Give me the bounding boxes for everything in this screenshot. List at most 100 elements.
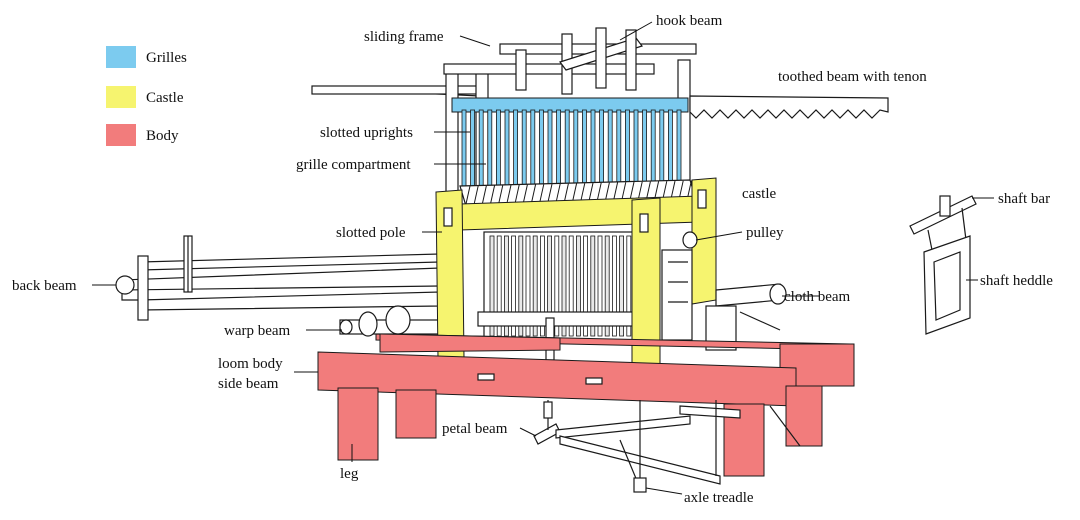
shaft-frame <box>612 235 617 337</box>
grille-rod <box>513 109 518 189</box>
grille-floor-slats <box>465 180 692 205</box>
grille-floor-slat <box>645 181 651 200</box>
shaft-frame <box>568 235 574 337</box>
grille-rod <box>547 109 553 189</box>
grille-floor-slat <box>670 180 676 200</box>
grille-rod <box>573 109 579 189</box>
loom-body <box>317 333 855 477</box>
grille-floor-slat <box>662 181 668 200</box>
leg-rear-left <box>395 389 437 439</box>
shaft-frame <box>540 235 545 337</box>
grille-floor-slat <box>481 185 487 204</box>
grille-floor-slat <box>621 182 627 201</box>
grille-floor-slat <box>547 183 553 203</box>
grille-floor-slat <box>498 185 504 204</box>
grilles <box>451 97 697 207</box>
grille-floor-slat <box>637 181 643 200</box>
label-cloth-beam: cloth beam <box>784 289 851 305</box>
grille-rod <box>470 109 476 189</box>
shaft-frame <box>496 235 502 337</box>
grille-rod <box>487 109 493 189</box>
leader-lines <box>92 21 994 495</box>
cloth-beam-end <box>769 283 787 305</box>
grille-rod <box>539 109 544 189</box>
grille-floor-slat <box>572 183 578 202</box>
grille-rod <box>556 109 561 189</box>
grille-floor-slat <box>686 180 692 199</box>
grille-rod <box>582 109 587 189</box>
grille-rod <box>530 109 536 189</box>
grille-floor-slat <box>539 184 545 203</box>
grille-rods <box>461 109 682 189</box>
shaft-frame <box>532 235 538 337</box>
legend-label-grilles: Grilles <box>146 50 187 66</box>
grille-floor-slat <box>588 182 594 202</box>
label-shaft-heddle: shaft heddle <box>980 273 1053 289</box>
grille-rod <box>676 109 682 189</box>
back-beam-end <box>115 275 135 295</box>
toothed-beam <box>689 95 889 119</box>
rear-frame <box>115 235 441 321</box>
grille-top-bar <box>451 97 689 113</box>
grille-floor-slat <box>629 181 635 201</box>
leg-front-left <box>337 387 379 461</box>
shaft-frame <box>626 235 632 337</box>
grille-rod <box>478 109 484 189</box>
label-loom-body-1: loom body <box>218 356 283 372</box>
leg-rear-right <box>785 385 823 447</box>
shaft-frame <box>518 235 524 337</box>
label-hook-beam: hook beam <box>656 13 723 29</box>
grille-floor-slat <box>522 184 528 203</box>
grille-rod <box>495 109 501 189</box>
grille-rod <box>650 109 656 189</box>
label-shaft-bar: shaft bar <box>998 191 1050 207</box>
label-toothed-beam: toothed beam with tenon <box>778 69 927 85</box>
grille-rod <box>659 109 665 189</box>
label-leg: leg <box>340 466 359 482</box>
warp-beam <box>339 305 451 337</box>
grille-rod <box>504 109 510 189</box>
grille-floor-slat <box>465 185 471 205</box>
right-frame <box>661 249 787 351</box>
legend-swatch-grilles <box>106 46 136 68</box>
grille-floor-slat <box>596 182 602 201</box>
label-slotted-pole: slotted pole <box>336 225 406 241</box>
label-castle: castle <box>742 186 776 202</box>
label-pulley: pulley <box>746 225 784 241</box>
legend-label-body: Body <box>146 128 179 144</box>
shaft-bars <box>489 235 632 337</box>
grille-floor-slat <box>473 185 479 204</box>
pulley-wheel <box>682 231 698 249</box>
shaft-frame <box>503 235 509 337</box>
treadle-assembly <box>533 400 801 493</box>
grille-rod <box>564 109 570 189</box>
grille-floor-slat <box>514 184 520 203</box>
legend-swatch-body <box>106 124 136 146</box>
shaft-frame <box>597 235 603 337</box>
label-warp-beam: warp beam <box>224 323 291 339</box>
grille-rod <box>668 109 673 189</box>
loom-body-side-beam <box>317 351 797 407</box>
shaft-frame <box>511 235 517 337</box>
grille-floor-slat <box>506 184 512 204</box>
labels: sliding frame hook beam toothed beam wit… <box>12 13 1053 506</box>
shaft-frame <box>576 235 581 337</box>
label-back-beam: back beam <box>12 278 77 294</box>
grille-floor-slat <box>531 184 537 203</box>
shaft-frame <box>561 235 567 337</box>
grille-rod <box>590 109 596 189</box>
legend: Grilles Castle Body <box>106 46 187 146</box>
legend-label-castle: Castle <box>146 90 184 106</box>
grille-floor-slat <box>604 182 610 201</box>
grille-rod <box>616 109 622 189</box>
shaft-frame <box>590 235 596 337</box>
label-loom-body-2: side beam <box>218 376 279 392</box>
shaft-frame <box>619 235 624 337</box>
shaft-frame <box>604 235 610 337</box>
grille-rod <box>642 109 647 189</box>
grille-floor-slat <box>613 182 619 201</box>
grille-rod <box>521 109 527 189</box>
grille-floor-slat <box>580 183 586 202</box>
shaft-detail <box>909 195 977 335</box>
